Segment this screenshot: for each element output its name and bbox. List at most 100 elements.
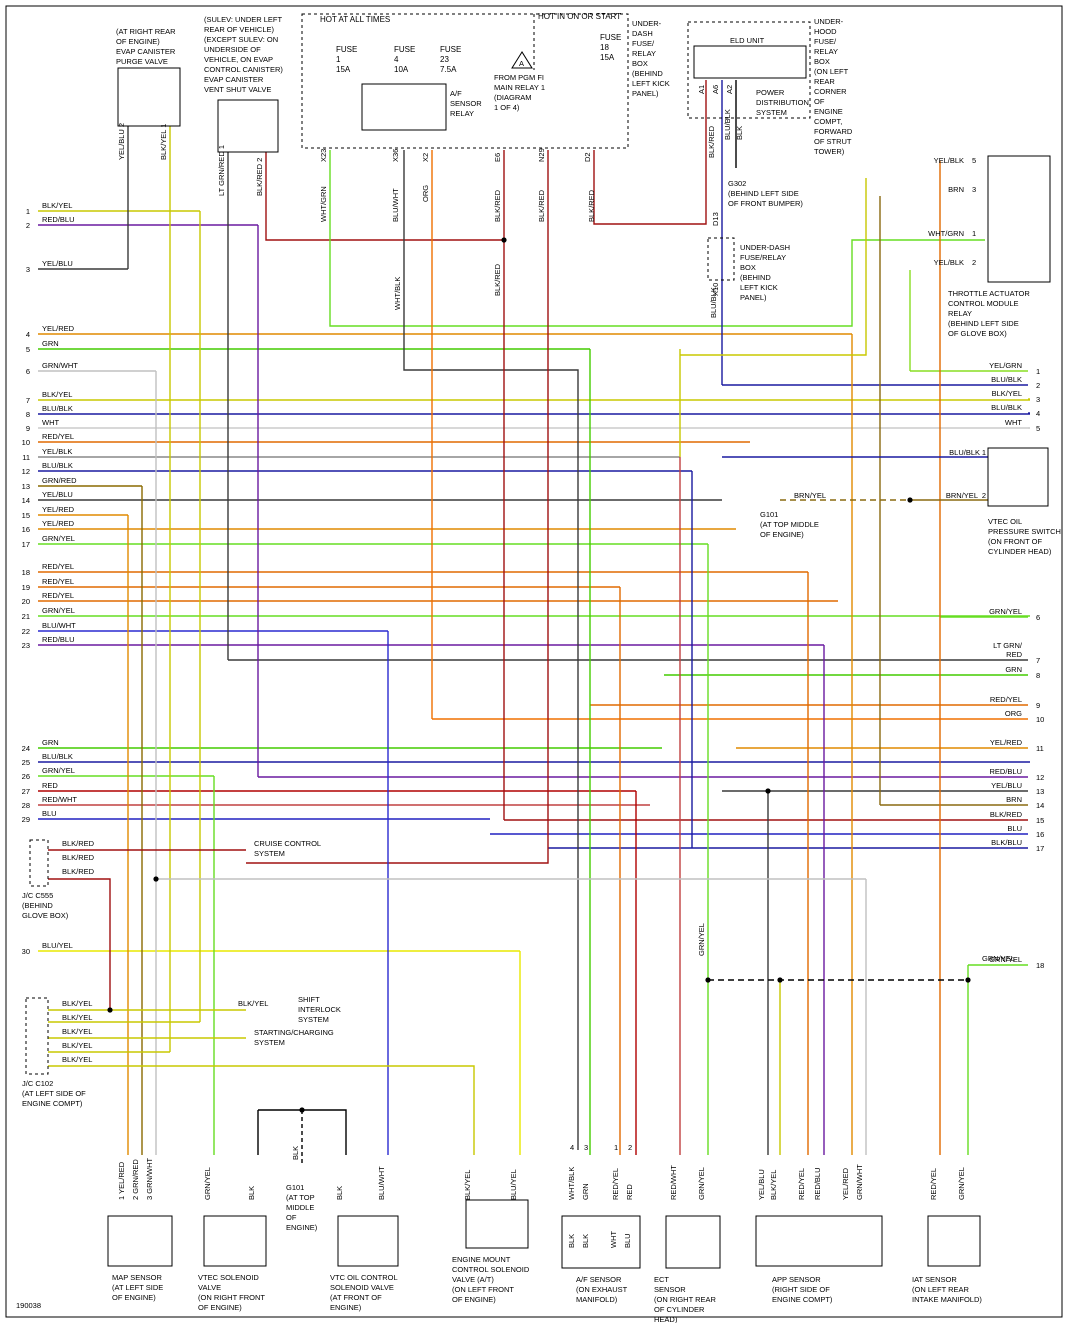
power-dist-label-line-2: SYSTEM (756, 108, 787, 117)
g101-top-label-line-1: (AT TOP MIDDLE (760, 520, 819, 529)
top-wire-label-14: BLU/BLK (709, 287, 718, 318)
bottom-wire-af-1: GRN (581, 1183, 590, 1200)
underhood-box-label-line-3: RELAY (814, 47, 838, 56)
junction-dot-2 (705, 977, 711, 983)
bottom-wire-iat-0: RED/YEL (929, 1168, 938, 1200)
top-wire-label-6: ORG (421, 185, 430, 202)
jc-c555-label-line-1: (BEHIND (22, 901, 53, 910)
bottom-wire-vtc-1: BLU/WHT (377, 1166, 386, 1200)
iat-sensor-label-line-1: (ON LEFT REAR (912, 1285, 970, 1294)
left-wire-label-30: BLU/YEL (42, 941, 73, 950)
left-wire-label-20: RED/YEL (42, 591, 74, 600)
top-wire-label-4: WHT/GRN (319, 186, 328, 222)
right-pin-15: 15 (1036, 816, 1044, 825)
left-wire-label-23: RED/BLU (42, 635, 75, 644)
bottom-wire-app-4: YEL/RED (841, 1167, 850, 1200)
left-wire-label-19: RED/YEL (42, 577, 74, 586)
left-wire-label-2: RED/BLU (42, 215, 75, 224)
af-sensor-relay-box (361, 83, 447, 131)
jc-c102-outline (25, 997, 49, 1075)
af-sensor-label-line-0: A/F SENSOR (576, 1275, 622, 1284)
vtc-solenoid-label-line-0: VTC OIL CONTROL (330, 1273, 398, 1282)
left-pin-15: 15 (22, 511, 30, 520)
underhood-box-label-line-13: TOWER) (814, 147, 845, 156)
right-wire-label-9: RED/YEL (990, 695, 1022, 704)
right-pin-14: 14 (1036, 801, 1044, 810)
vtc-solenoid-label-line-2: (AT FRONT OF (330, 1293, 382, 1302)
right-wire-label-12: RED/BLU (989, 767, 1022, 776)
bottom-wire-ect-0: RED/WHT (669, 1165, 678, 1200)
vtec-solenoid-box (203, 1215, 267, 1267)
underdash-box2-label-line-5: PANEL) (740, 293, 767, 302)
left-pin-17: 17 (22, 540, 30, 549)
c555-wire-1: BLK/RED (62, 853, 95, 862)
throttle-relay-label-line-2: RELAY (948, 309, 972, 318)
starting-label-line-1: SYSTEM (254, 1038, 285, 1047)
af-inner-wire-1: BLK (581, 1234, 590, 1248)
terminal-X10: X10 (711, 283, 720, 296)
junction-dot-6 (153, 876, 159, 882)
fuse-23: FUSE 23 7.5A (440, 45, 461, 74)
left-wire-label-25: BLU/BLK (42, 752, 73, 761)
left-wire-label-12: BLU/BLK (42, 461, 73, 470)
underhood-box-label-line-10: COMPT, (814, 117, 842, 126)
shift-interlock-label-line-0: SHIFT (298, 995, 320, 1004)
map-sensor-label-line-0: MAP SENSOR (112, 1273, 162, 1282)
left-wire-label-10: RED/YEL (42, 432, 74, 441)
af-inner-wire-3: BLU (623, 1233, 632, 1248)
bottom-wire-af-2: RED/YEL (611, 1168, 620, 1200)
diagram-id: 190038 (16, 1301, 41, 1310)
af-pin-3: 3 (584, 1143, 588, 1152)
terminal-D2: D2 (583, 152, 592, 162)
top-wire-label-7: BLK/RED (493, 189, 502, 222)
left-pin-2: 2 (26, 221, 30, 230)
left-pin-12: 12 (22, 467, 30, 476)
top-wire-label-10: BLK/RED (707, 125, 716, 158)
underhood-box-label-line-4: BOX (814, 57, 830, 66)
wire-blk-red-n29 (246, 150, 549, 864)
vtec-solenoid-label-line-2: (ON RIGHT FRONT (198, 1293, 265, 1302)
svg-text:FUSE: FUSE (394, 45, 415, 54)
fuse-4: FUSE 4 10A (394, 45, 415, 74)
vtec-switch-pin-1: 1 (982, 448, 986, 457)
shift-interlock-label-line-2: SYSTEM (298, 1015, 329, 1024)
c102-wire-1: BLK/YEL (62, 1013, 92, 1022)
map-sensor-box (107, 1215, 173, 1267)
terminal-X2: X2 (421, 153, 430, 162)
underdash-box2-label-line-2: BOX (740, 263, 756, 272)
pgm-fi-label-line-0: FROM PGM FI (494, 73, 544, 82)
vtec-switch-label-line-2: (ON FRONT OF (988, 537, 1042, 546)
svg-text:FUSE: FUSE (336, 45, 357, 54)
vtec-switch-label-line-1: PRESSURE SWITCH (988, 527, 1061, 536)
app-sensor-box (755, 1215, 883, 1267)
right-wire-label-15: BLK/RED (990, 810, 1023, 819)
left-pin-8: 8 (26, 410, 30, 419)
af-sensor-label-line-2: MANIFOLD) (576, 1295, 618, 1304)
af-pin-2: 2 (628, 1143, 632, 1152)
top-wire-label-5: BLU/WHT (391, 188, 400, 222)
underdash-box2-label-line-4: LEFT KICK (740, 283, 778, 292)
relay-wire-5: YEL/BLK (934, 156, 964, 165)
ect-sensor-label-line-4: HEAD) (654, 1315, 678, 1323)
jc-c555-label-line-0: J/C C555 (22, 891, 53, 900)
wire-blu-wht-whtblk (403, 150, 579, 1150)
evap-purge-label-line-3: PURGE VALVE (116, 57, 168, 66)
right-pin-2: 2 (1036, 381, 1040, 390)
top-wire-label-3: BLK/RED 2 (255, 158, 264, 196)
bottom-wire-vtec-1: BLK (247, 1186, 256, 1200)
wire-blk-red-d2 (593, 80, 707, 225)
top-wire-label-15: BLK/RED (493, 263, 502, 296)
vtc-solenoid-box (337, 1215, 399, 1267)
g101-top-label-line-2: OF ENGINE) (760, 530, 804, 539)
left-pin-22: 22 (22, 627, 30, 636)
evap-shut-label-line-7: VENT SHUT VALVE (204, 85, 271, 94)
left-pin-10: 10 (22, 438, 30, 447)
g101-bottom-wire: BLK (291, 1146, 300, 1160)
evap-shut-label-line-0: (SULEV: UNDER LEFT (204, 15, 282, 24)
pgm-fi-ref-letter: A (519, 59, 524, 68)
c555-wire-0: BLK/RED (62, 839, 95, 848)
hot-at-all-times-label: HOT AT ALL TIMES (320, 15, 390, 24)
underdash-box-label-line-6: LEFT KICK (632, 79, 670, 88)
jc-c102-label-line-1: (AT LEFT SIDE OF (22, 1089, 86, 1098)
g101-bottom-label-line-1: (AT TOP (286, 1193, 315, 1202)
